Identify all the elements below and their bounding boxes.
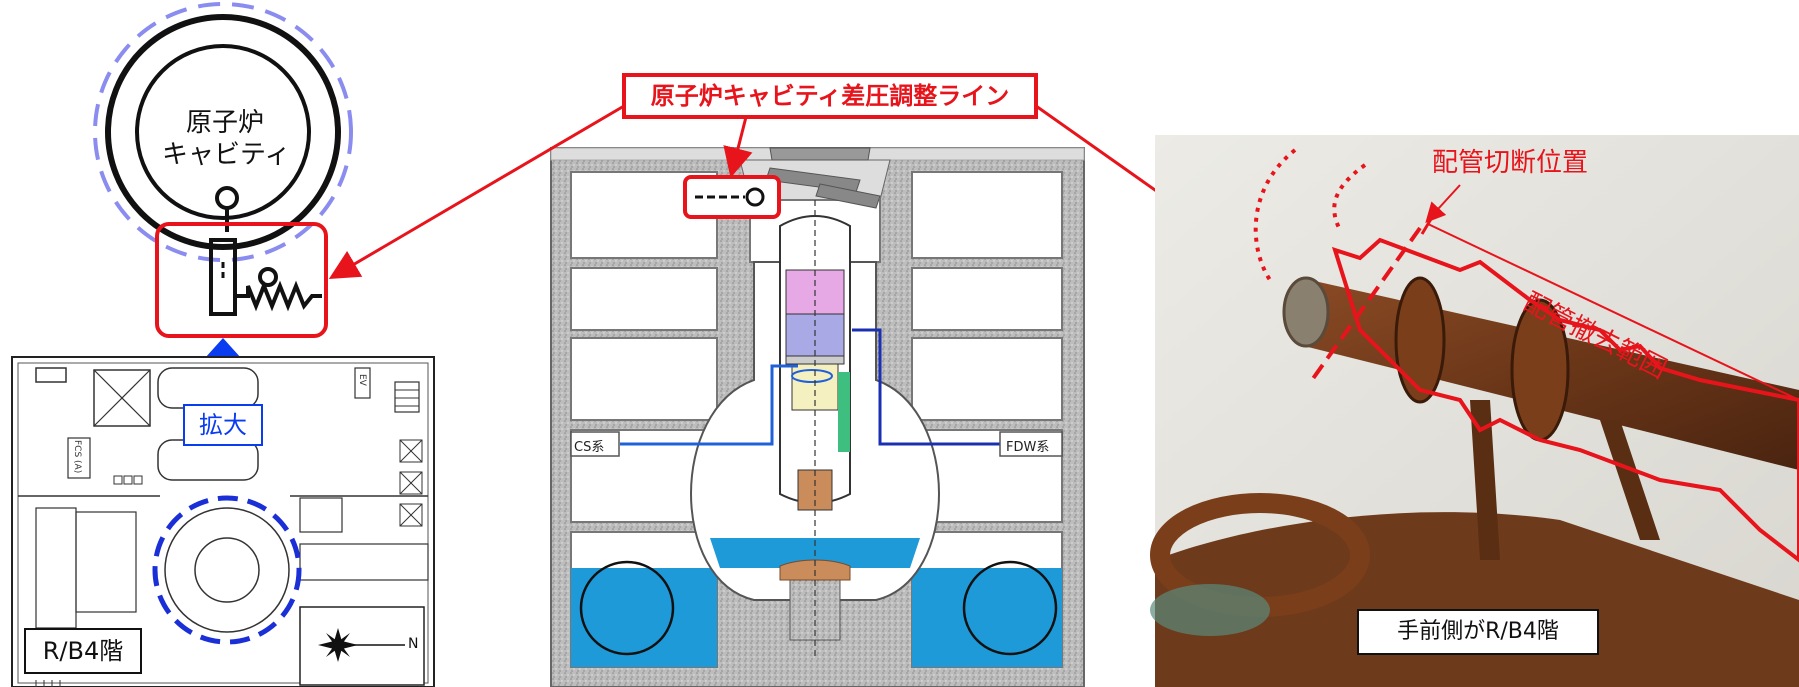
title-callout-text: 原子炉キャビティ差圧調整ライン	[650, 82, 1010, 110]
cavity-outer-ring	[105, 14, 341, 250]
compass-box	[299, 606, 425, 686]
cavity-inner-ring	[135, 44, 311, 220]
enlarged-area-box	[155, 222, 328, 338]
cut-position-label: 配管切断位置	[1432, 148, 1589, 178]
pipe-port-icon	[215, 186, 239, 210]
front-side-label-box	[1357, 609, 1599, 655]
front-side-label: 手前側がR/B4階	[1397, 619, 1559, 644]
cavity-label-line2: キャビティ	[162, 140, 291, 170]
title-callout-box	[622, 73, 1038, 119]
torus-right	[962, 560, 1058, 656]
floor-label: R/B4階	[24, 628, 142, 674]
fdw-label: FDW系	[1006, 440, 1050, 455]
pipe-photo	[1150, 135, 1799, 687]
compass-n-label: N	[408, 636, 419, 652]
center-panel	[550, 147, 1085, 687]
cavity-label-line1: 原子炉	[186, 108, 265, 138]
compass-icon	[318, 628, 405, 662]
fdw-label-box	[999, 431, 1063, 457]
torus-left	[579, 560, 675, 656]
enlarge-label: 拡大	[183, 404, 263, 446]
cs-label-box	[570, 431, 620, 457]
fcs-label: FCS (A)	[72, 440, 82, 474]
ev-label: EV	[357, 374, 367, 386]
cs-label: CS系	[574, 440, 605, 455]
cavity-dashed-ring	[93, 2, 353, 262]
plan-dashed-circle	[152, 495, 302, 645]
